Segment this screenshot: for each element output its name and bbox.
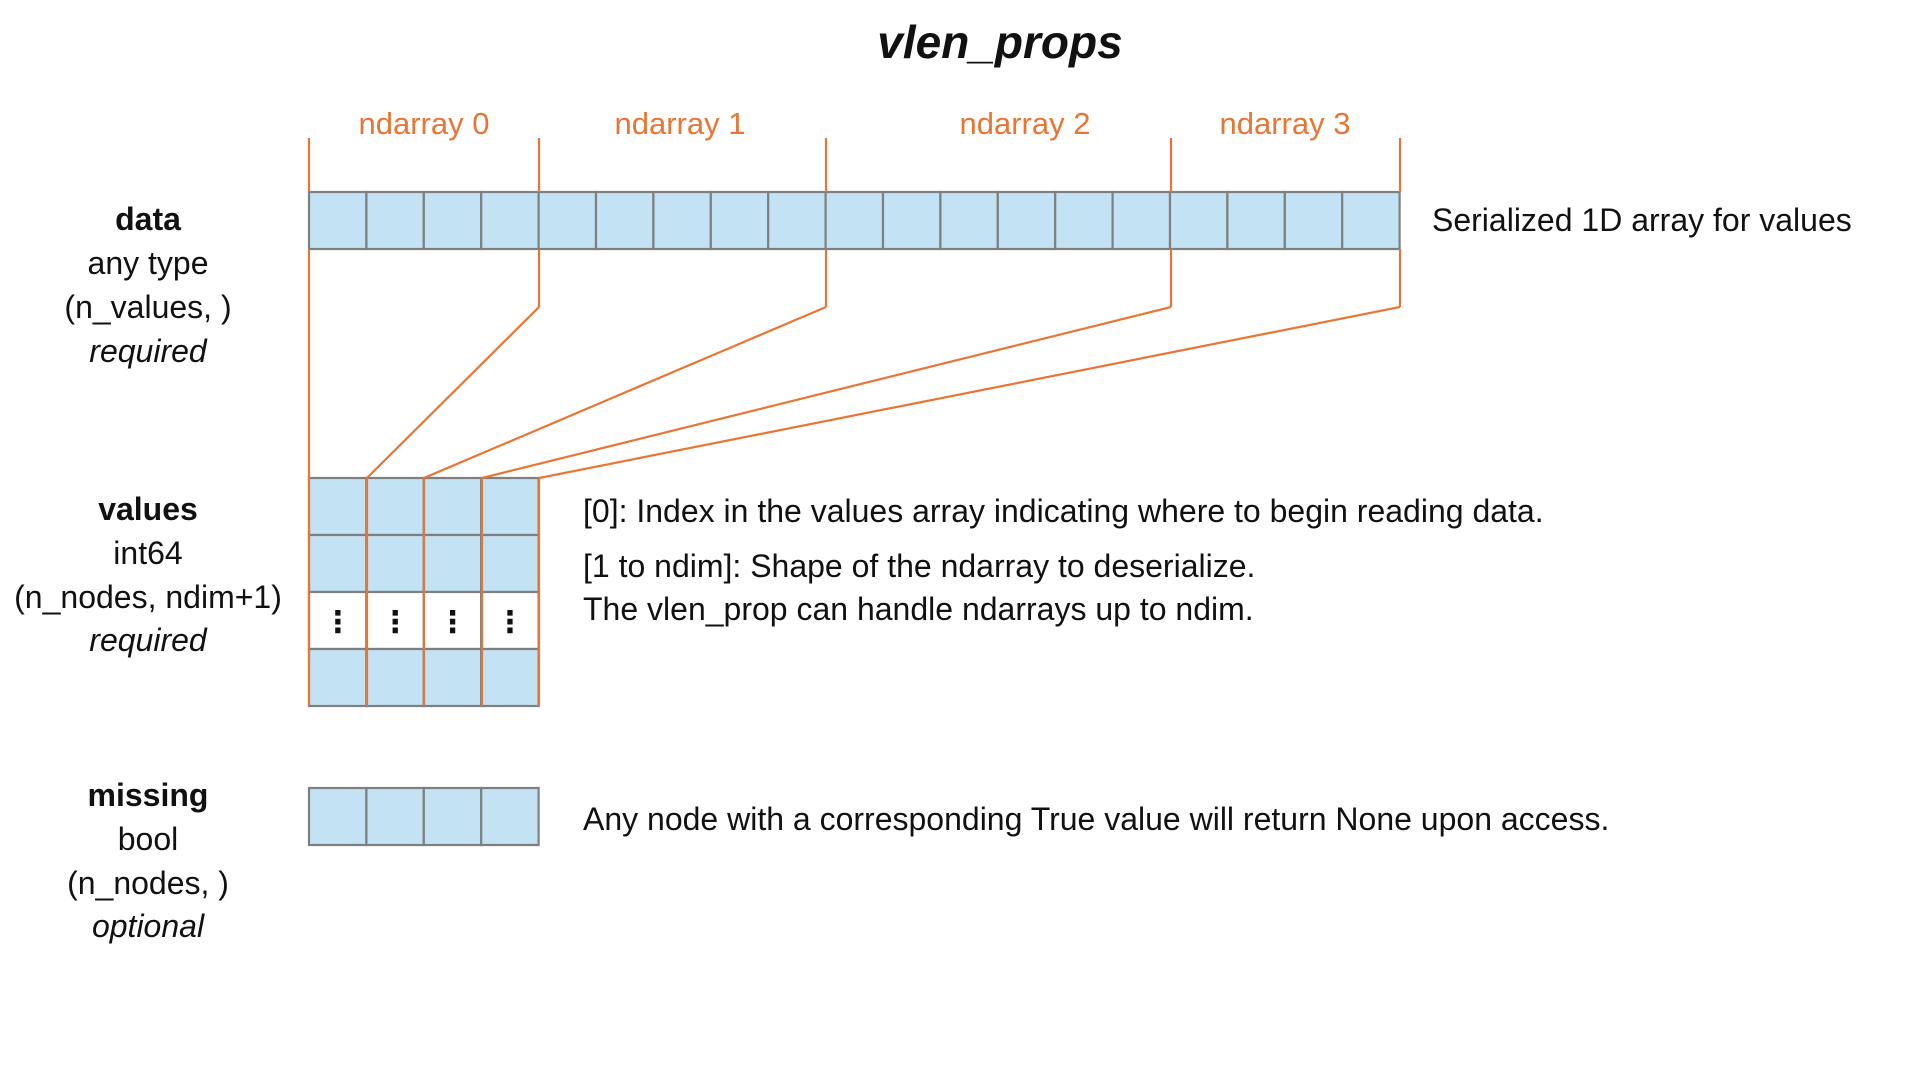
segment-label-ndarray-0: ndarray 0 [359,106,490,141]
connector-ndarray-3 [480,305,1172,706]
data-cell [594,190,655,251]
data-cell [824,190,885,251]
values-cell [422,647,483,708]
data-cell [996,190,1057,251]
data-description: Serialized 1D array for values [1432,202,1852,238]
diagram-title: vlen_props [877,16,1122,68]
data-cell [939,190,999,251]
data-cell [767,190,827,251]
missing-field-status: optional [92,908,205,944]
data-cell [652,190,712,251]
values-cell [365,647,425,708]
segment-label-ndarray-3: ndarray 3 [1220,106,1351,141]
values-cell [422,476,483,537]
missing-cell [307,786,368,847]
missing-field-shape: (n_nodes, ) [67,865,229,901]
values-field-shape: (n_nodes, ndim+1) [14,579,282,615]
values-description-line-1: [0]: Index in the values array indicatin… [583,493,1544,529]
data-cell [709,190,770,251]
data-field-status: required [89,333,208,369]
data-cell [1168,190,1229,251]
data-cell [1341,190,1401,251]
data-cell [422,190,483,251]
values-cell [480,476,540,537]
missing-cell [480,786,540,847]
connector-ndarray-1 [365,306,540,706]
connector-ndarray-2 [422,305,827,706]
values-field-name: values [98,491,198,527]
data-cell [480,190,540,251]
values-description-line-2: [1 to ndim]: Shape of the ndarray to des… [583,548,1255,584]
data-cell [1283,190,1344,251]
data-field-name: data [115,201,181,237]
ellipsis-marker: ⋮ [438,606,468,639]
values-cell [365,533,425,594]
missing-cell [422,786,483,847]
missing-field-dtype: bool [118,821,179,857]
data-cell [1054,190,1114,251]
values-description-line-3: The vlen_prop can handle ndarrays up to … [583,591,1254,627]
data-field-dtype: any type [88,245,209,281]
values-field-status: required [89,622,208,658]
data-cell [365,190,425,251]
data-array [307,190,1401,251]
data-cell [881,190,942,251]
values-field-dtype: int64 [113,535,182,571]
ellipsis-marker: ⋮ [380,606,410,639]
segment-label-ndarray-1: ndarray 1 [615,106,746,141]
data-cell [1226,190,1286,251]
data-cell [537,190,598,251]
missing-cell [365,786,425,847]
values-cell [307,476,368,537]
missing-array [307,786,540,847]
segment-label-ndarray-2: ndarray 2 [960,106,1091,141]
values-cell [422,533,483,594]
values-array: ⋮ ⋮ ⋮ ⋮ [307,476,540,708]
values-cell [307,533,368,594]
connector-ndarray-end [537,305,1401,706]
ellipsis-marker: ⋮ [495,606,525,639]
values-cell [480,647,540,708]
segment-connectors [307,138,1402,706]
missing-description: Any node with a corresponding True value… [583,801,1609,837]
data-cell [307,190,368,251]
data-field-shape: (n_values, ) [64,289,231,325]
data-cell [1111,190,1172,251]
missing-field-name: missing [88,777,209,813]
ellipsis-marker: ⋮ [323,606,353,639]
values-cell [365,476,425,537]
values-cell [480,533,540,594]
values-cell [307,647,368,708]
